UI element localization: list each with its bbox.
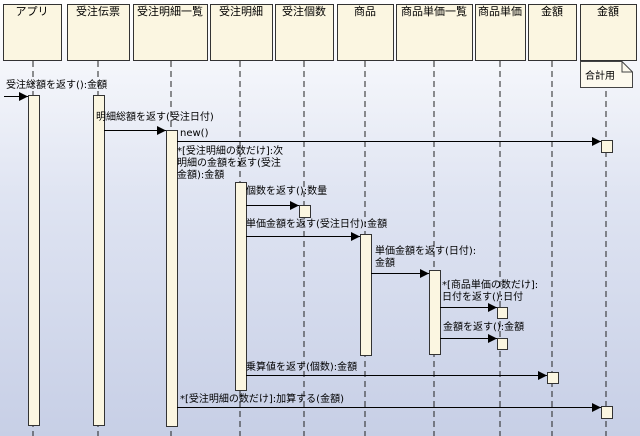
participant-box — [3, 4, 62, 61]
participant-order-slip: 受注伝票 — [76, 5, 120, 18]
participant-product: 商品 — [354, 5, 376, 18]
activation-bar — [547, 372, 559, 384]
message-label: 金額を返す():金額 — [443, 322, 525, 333]
activation-bar — [497, 338, 508, 350]
message-label: 乗算値を返す(個数):金額 — [246, 362, 358, 373]
activation-bar — [497, 307, 508, 319]
participant-box — [275, 4, 334, 61]
participant-box — [475, 4, 526, 61]
activation-bar — [235, 182, 247, 391]
message-label: 明細総額を返す(受注日付) — [96, 112, 214, 123]
message-label: 単価金額を返す(受注日付):金額 — [246, 219, 388, 230]
note-label: 合計用 — [585, 71, 615, 82]
message-label: *[商品単価の数だけ]: 日付を返す():日付 — [442, 280, 539, 303]
participant-amount: 金額 — [541, 5, 563, 18]
activation-bar — [601, 140, 613, 153]
message-label: 受注総額を返す():金額 — [6, 80, 108, 91]
note-fold — [621, 61, 633, 73]
message-label: 単価金額を返す(日付): 金額 — [375, 246, 477, 269]
note-box — [580, 61, 633, 88]
participant-box — [396, 4, 473, 61]
activation-bar — [360, 234, 372, 356]
participant-box — [133, 4, 208, 61]
activation-bar — [601, 406, 613, 419]
activation-bar — [28, 95, 40, 426]
participant-unit-price: 商品単価 — [478, 5, 522, 18]
participant-box — [337, 4, 394, 61]
participant-box — [528, 4, 577, 61]
participant-order-detail-list: 受注明細一覧 — [137, 5, 203, 18]
activation-bar — [299, 205, 311, 218]
message-label: *[受注明細の数だけ]:次 明細の金額を返す(受注 金額):金額 — [177, 146, 284, 181]
participant-box — [210, 4, 273, 61]
message-label: 個数を返す():数量 — [246, 186, 328, 197]
participant-amount-2: 金額 — [597, 5, 619, 18]
message-label: *[受注明細の数だけ]:加算する(金額) — [180, 394, 344, 405]
participant-order-detail: 受注明細 — [219, 5, 263, 18]
participant-box — [580, 4, 637, 61]
participant-order-qty: 受注個数 — [282, 5, 326, 18]
activation-bar — [166, 130, 178, 427]
participant-app: アプリ — [15, 5, 49, 18]
participant-box — [67, 4, 130, 61]
activation-bar — [429, 270, 441, 355]
message-label: new() — [180, 128, 209, 139]
participant-unit-price-list: 商品単価一覧 — [401, 5, 467, 18]
activation-bar — [93, 95, 105, 426]
